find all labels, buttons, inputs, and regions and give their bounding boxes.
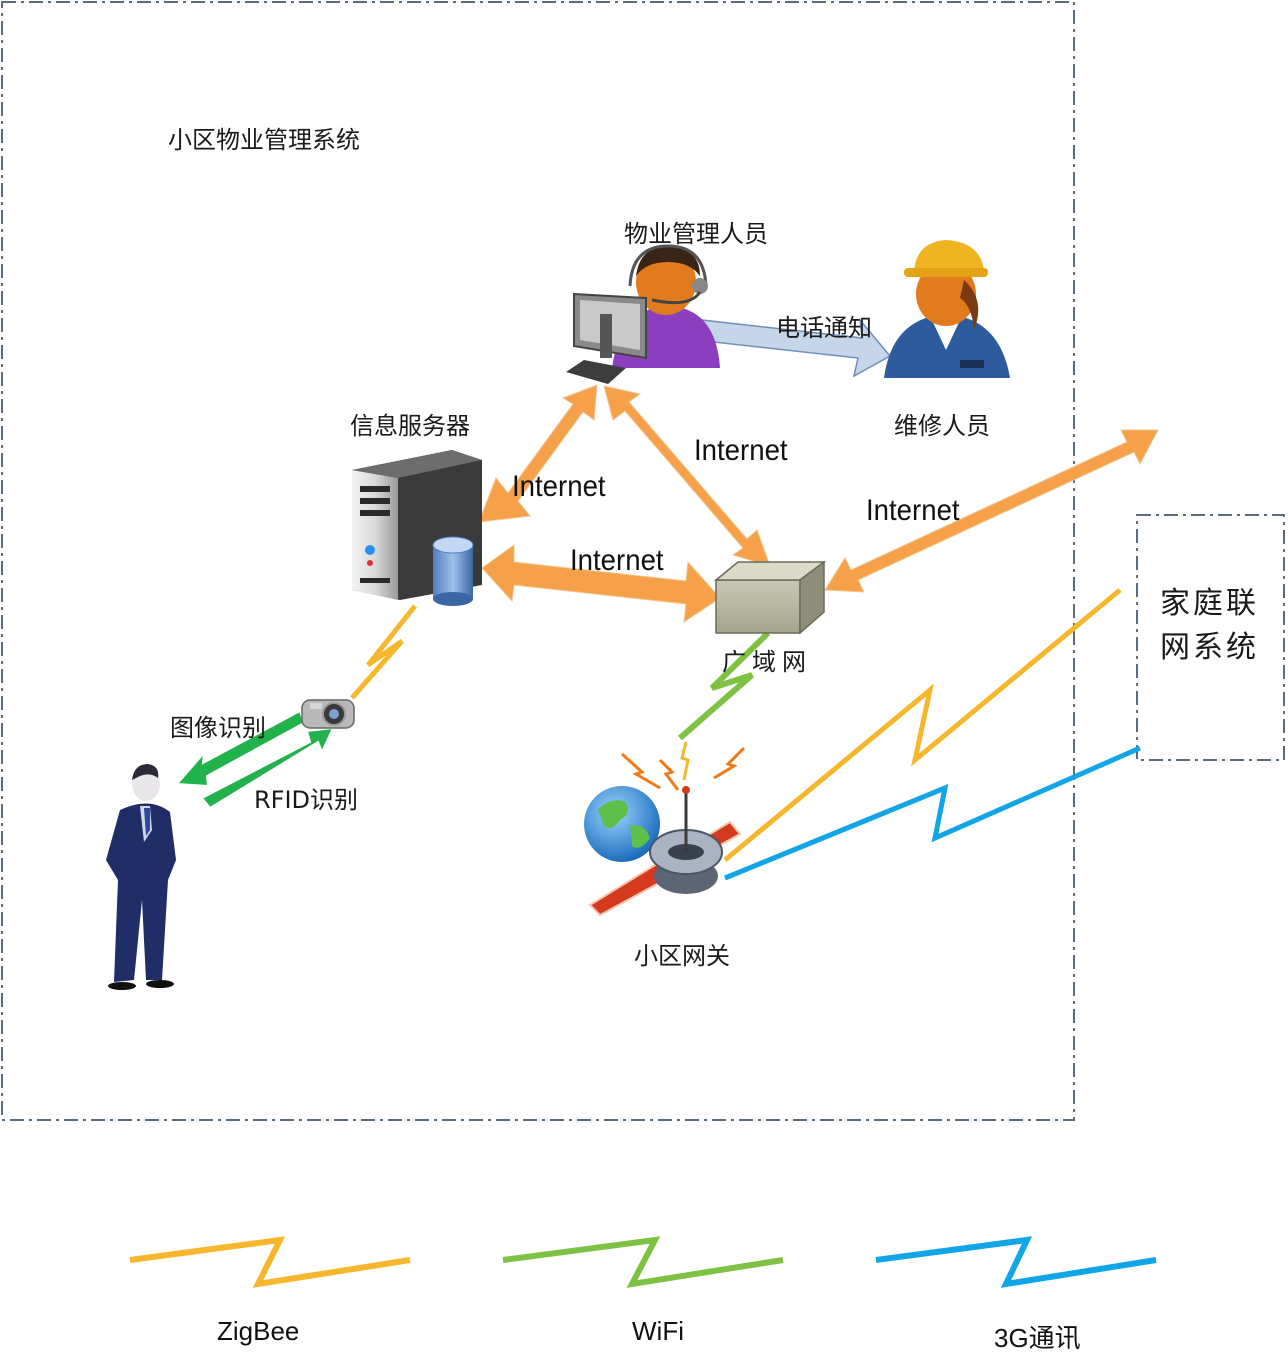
property-staff-label: 物业管理人员 [624, 220, 768, 248]
camera-icon [301, 699, 355, 729]
internet-arrow-staff-wan [603, 385, 771, 567]
gateway-label: 小区网关 [634, 942, 730, 970]
phone-notify-arrow [695, 317, 892, 378]
image-recognition-label: 图像识别 [170, 714, 266, 742]
wifi-link-wan-gateway [678, 630, 771, 741]
community-system-border [1, 1, 1075, 1121]
maintenance-staff-label: 维修人员 [894, 412, 990, 440]
legend-3g-label: 3G通讯 [994, 1323, 1081, 1353]
legend-wifi-label: WiFi [632, 1316, 684, 1346]
legend-zigbee-label: ZigBee [217, 1316, 300, 1346]
zigbee-link-gateway-home [723, 588, 1122, 862]
internet-label-server-staff: Internet [512, 470, 606, 503]
internet-label-server-wan: Internet [570, 544, 664, 577]
info-server-label: 信息服务器 [350, 412, 470, 440]
gateway-icon [584, 741, 746, 917]
legend-3g-line [875, 1236, 1157, 1288]
community-system-title: 小区物业管理系统 [168, 126, 360, 154]
home-system-label-line2: 网系统 [1160, 630, 1259, 665]
internet-label-wan-home: Internet [866, 494, 960, 527]
rfid-recognition-label: RFID识别 [254, 786, 359, 814]
zigbee-link-server-camera [350, 604, 417, 700]
wan-label: 广域网 [722, 648, 812, 676]
phone-notify-label: 电话通知 [776, 314, 872, 342]
internet-arrow-wan-home [824, 429, 1159, 593]
home-system-label-line1: 家庭联 [1160, 586, 1259, 621]
wan-box-icon [713, 560, 827, 635]
internet-arrow-server-staff [478, 384, 598, 523]
property-staff-icon [566, 244, 720, 384]
database-icon [432, 536, 474, 606]
maintenance-staff-icon [884, 240, 1010, 378]
legend-zigbee-line [129, 1236, 411, 1288]
internet-label-staff-wan: Internet [694, 434, 788, 467]
home-system-label: 家庭联 网系统 [1160, 582, 1259, 670]
home-system-border [1136, 514, 1285, 761]
3g-link-gateway-home [724, 745, 1142, 881]
person-icon [106, 764, 176, 990]
legend-wifi-line [502, 1236, 784, 1288]
